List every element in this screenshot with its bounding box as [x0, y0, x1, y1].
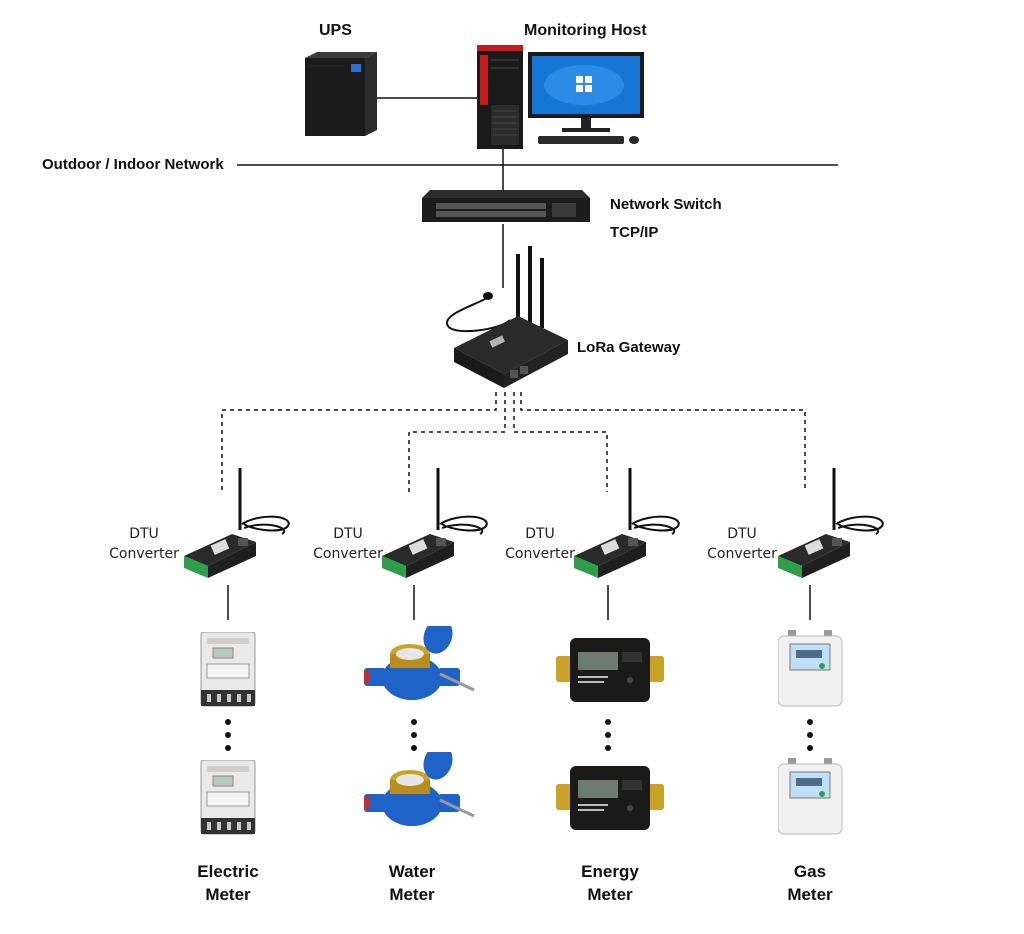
energy-meter-2 [556, 766, 664, 832]
energy-meter-label: Energy Meter [540, 860, 680, 906]
dtu-label-line1: DTU [333, 526, 363, 542]
gateway-label: LoRa Gateway [577, 339, 681, 356]
meter-label-line2: Meter [205, 885, 251, 904]
dtu-converter-4 [776, 468, 888, 584]
dtu-converter-3 [572, 468, 684, 584]
energy-meter-1 [556, 638, 664, 704]
water-meter-2 [364, 752, 476, 842]
gas-meter-2 [778, 758, 844, 836]
dtu-label-3: DTU Converter [500, 524, 580, 564]
monitor [528, 52, 648, 148]
dtu-converter-2 [380, 468, 492, 584]
meter-label-line1: Electric [197, 862, 259, 881]
meter-label-line2: Meter [787, 885, 833, 904]
tcpip-label: TCP/IP [610, 224, 659, 241]
lora-gateway [440, 244, 570, 394]
monitoring-host-tower [477, 45, 525, 149]
meter-label-line2: Meter [389, 885, 435, 904]
dtu-converter-1 [182, 468, 294, 584]
dtu-label-line1: DTU [727, 526, 757, 542]
electric-meter-label: Electric Meter [158, 860, 298, 906]
gas-meter-label: Gas Meter [740, 860, 880, 906]
dtu-label-line2: Converter [505, 546, 575, 562]
meter-label-line1: Gas [793, 862, 827, 881]
network-switch [422, 190, 590, 226]
meter-label-line2: Meter [587, 885, 633, 904]
switch-label: Network Switch [610, 196, 722, 213]
dtu-label-line2: Converter [109, 546, 179, 562]
dtu-label-line2: Converter [707, 546, 777, 562]
network-label: Outdoor / Indoor Network [42, 156, 224, 173]
dtu-label-line1: DTU [525, 526, 555, 542]
water-meter-1 [364, 626, 476, 716]
meter-label-line1: Water [388, 862, 436, 881]
electric-meter-2 [199, 760, 259, 836]
dtu-label-2: DTU Converter [308, 524, 388, 564]
ups-device [305, 52, 379, 138]
electric-meter-1 [199, 632, 259, 708]
meter-label-line1: Energy [581, 862, 639, 881]
dtu-label-line2: Converter [313, 546, 383, 562]
ups-label: UPS [319, 22, 352, 39]
water-meter-label: Water Meter [342, 860, 482, 906]
dtu-label-1: DTU Converter [104, 524, 184, 564]
dtu-label-4: DTU Converter [702, 524, 782, 564]
dtu-label-line1: DTU [129, 526, 159, 542]
gas-meter-1 [778, 630, 844, 708]
monitoring-host-label: Monitoring Host [524, 22, 647, 39]
